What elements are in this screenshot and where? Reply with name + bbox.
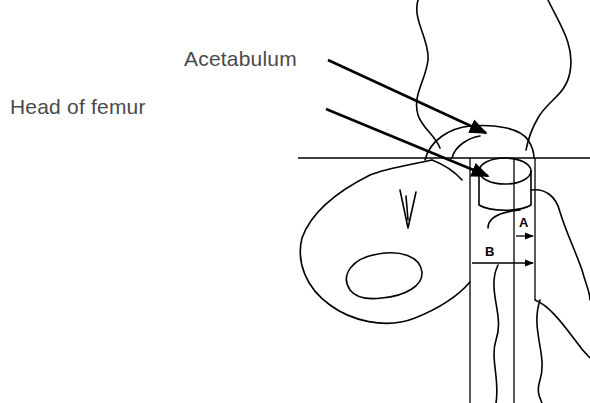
part-label: Head of femur bbox=[10, 95, 146, 119]
part-label: Acetabulum bbox=[184, 47, 297, 71]
dimension-label: B bbox=[484, 245, 495, 259]
dimension-label: A bbox=[518, 216, 529, 230]
